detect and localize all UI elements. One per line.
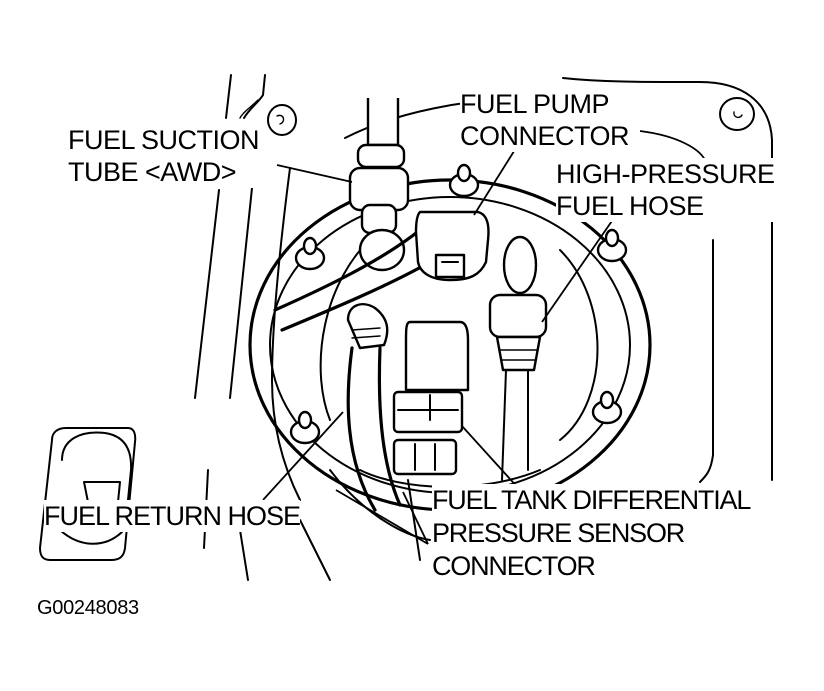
lower-left-plug	[39, 427, 137, 561]
fuel-pump-connector	[414, 210, 490, 282]
fuel-suction-tube	[273, 98, 432, 332]
label-line: CONNECTOR	[432, 551, 596, 581]
label-fuel-return-hose: FUEL RETURN HOSE	[44, 500, 301, 532]
leader-sensor-connector-c	[461, 425, 521, 491]
bolt-upper-right	[596, 228, 628, 263]
label-line: FUEL TANK DIFFERENTIAL	[432, 485, 751, 515]
left-frame-rails	[194, 74, 331, 581]
mounting-boss-left	[267, 104, 297, 136]
label-line: FUEL HOSE	[556, 191, 704, 221]
label-line: PRESSURE SENSOR	[432, 518, 685, 548]
leader-fuel-pump-connector	[473, 147, 517, 216]
flange-bolts	[289, 163, 628, 445]
leader-fuel-return-hose	[262, 411, 344, 501]
leader-sensor-connector-a	[402, 491, 429, 545]
label-line: TUBE <AWD>	[68, 157, 237, 187]
label-fuel-suction-tube: FUEL SUCTION TUBE <AWD>	[68, 124, 260, 188]
high-pressure-fuel-hose	[488, 235, 548, 481]
label-high-pressure-fuel-hose: HIGH-PRESSURE FUEL HOSE	[556, 158, 775, 222]
bolt-lower-right	[591, 390, 623, 425]
fuel-return-hose	[329, 303, 431, 541]
bolt-lower-left	[289, 410, 321, 445]
leader-sensor-connector-b	[335, 489, 429, 545]
label-line: FUEL SUCTION	[68, 125, 260, 155]
label-line: FUEL PUMP	[460, 89, 610, 119]
differential-pressure-sensor-connector	[392, 320, 470, 561]
leader-high-pressure-fuel-hose	[541, 217, 615, 323]
label-line: HIGH-PRESSURE	[556, 159, 775, 189]
label-differential-pressure-sensor-connector: FUEL TANK DIFFERENTIAL PRESSURE SENSOR C…	[432, 484, 751, 583]
figure-id: G00248083	[37, 597, 139, 619]
label-fuel-pump-connector: FUEL PUMP CONNECTOR	[460, 88, 630, 152]
label-line: CONNECTOR	[460, 121, 630, 151]
leader-fuel-suction-tube	[276, 164, 353, 183]
bolt-upper-left	[294, 236, 326, 271]
label-line: FUEL RETURN HOSE	[44, 501, 301, 531]
mounting-boss-right	[719, 97, 755, 131]
bolt-top	[448, 163, 480, 198]
leader-lines	[262, 130, 706, 545]
